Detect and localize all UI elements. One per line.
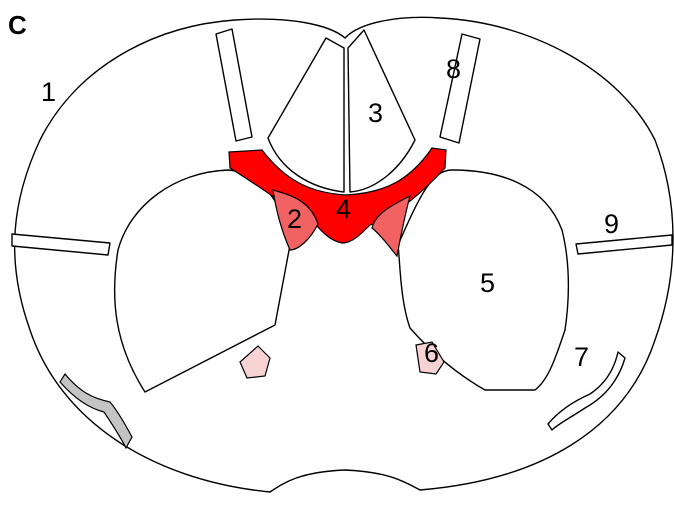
label-1: 1 — [41, 77, 56, 107]
label-3: 3 — [368, 98, 383, 128]
label-8: 8 — [446, 54, 461, 84]
label-5: 5 — [480, 268, 495, 298]
label-6: 6 — [424, 338, 439, 368]
label-7: 7 — [574, 342, 589, 372]
label-2: 2 — [287, 204, 302, 234]
label-4: 4 — [336, 194, 351, 224]
panel-letter: C — [8, 10, 27, 40]
label-9: 9 — [604, 209, 619, 239]
